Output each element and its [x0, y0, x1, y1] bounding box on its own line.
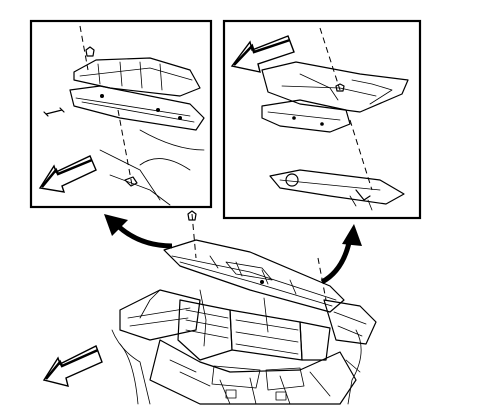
fastener-guide-line: [117, 109, 133, 186]
fastener-guide-line: [191, 213, 197, 259]
bolt-icon: [187, 210, 197, 221]
lower-engine-components: [149, 339, 357, 405]
main-assembly: [42, 210, 377, 405]
fastener-guide-line: [319, 27, 341, 91]
right-detail-panel: [222, 19, 422, 220]
stud-icon: [43, 107, 65, 117]
radiator-right-section: [299, 321, 331, 361]
left-headlamp-area: [119, 289, 201, 341]
fastener-guide-line: [317, 257, 327, 301]
curved-arrow-to-left-detail: [116, 224, 173, 249]
bolt-icon: [85, 46, 95, 57]
grille-upper-part: [261, 61, 409, 113]
left-detail-panel: [29, 19, 213, 209]
radiator-left-section: [177, 299, 233, 361]
grille-lower-bar: [269, 169, 405, 205]
cowl-upper-part: [73, 57, 201, 97]
curved-arrow-to-right-detail: [320, 237, 353, 285]
right-headlamp-area: [323, 299, 377, 345]
grille-middle-part: [261, 99, 351, 133]
callout-arrows: [104, 214, 362, 285]
cowl-lower-part: [69, 85, 205, 131]
radiator-support-upper: [163, 239, 345, 313]
fastener-guide-line: [79, 25, 89, 71]
